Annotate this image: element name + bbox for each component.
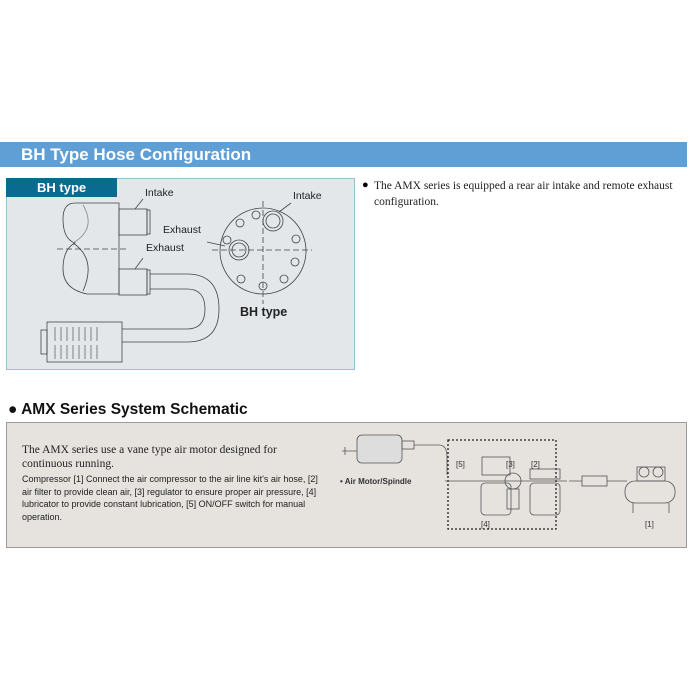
exhaust-face-label: Exhaust: [163, 224, 201, 236]
system-schematic-diagram: [342, 434, 676, 530]
bullet-icon: •: [340, 477, 345, 486]
label-1: [1]: [645, 520, 654, 529]
intake-side-label: Intake: [145, 187, 174, 199]
bullet-icon: ●: [362, 179, 369, 191]
label-2: [2]: [531, 460, 540, 469]
bh-type-diagram: [40, 198, 312, 363]
section-title-amx: ● AMX Series System Schematic: [8, 401, 248, 419]
bh-type-tag: BH type: [6, 178, 117, 197]
section-title-text: AMX Series System Schematic: [21, 401, 248, 418]
air-motor-label: • Air Motor/Spindle: [340, 477, 411, 486]
intake-face-label: Intake: [293, 190, 322, 202]
amx-schematic-box: [6, 422, 687, 548]
amx-description: Compressor [1] Connect the air compresso…: [22, 474, 318, 522]
exhaust-side-label: Exhaust: [146, 242, 184, 254]
label-3: [3]: [506, 460, 515, 469]
amx-lead-text: The AMX series use a vane type air motor…: [22, 444, 277, 470]
label-5: [5]: [456, 460, 465, 469]
bh-description: The AMX series is equipped a rear air in…: [374, 180, 673, 208]
air-motor-label-text: Air Motor/Spindle: [344, 477, 412, 486]
section-header-bh-hose: BH Type Hose Configuration: [0, 142, 687, 167]
bullet-icon: ●: [8, 401, 22, 418]
bh-diagram-panel: [6, 178, 355, 370]
label-4: [4]: [481, 520, 490, 529]
face-caption: BH type: [240, 305, 288, 319]
